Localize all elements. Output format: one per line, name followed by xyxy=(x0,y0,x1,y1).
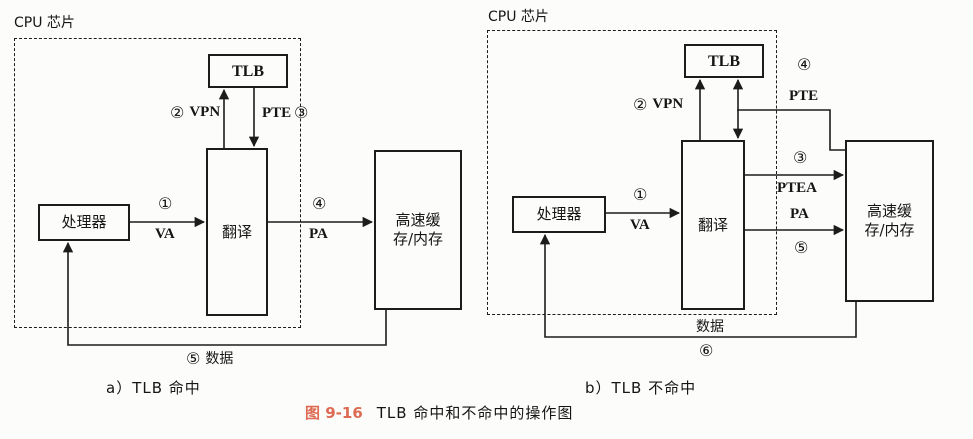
processor-box-label-a: 处理器 xyxy=(61,213,107,231)
step-5-badge-b: ⑤ xyxy=(794,238,809,257)
translate-box-label-b: 翻译 xyxy=(697,215,728,234)
processor-box-a: 处理器 xyxy=(38,204,130,241)
figure-title: TLB 命中和不命中的操作图 xyxy=(376,404,574,422)
pte-label-b: PTE xyxy=(789,88,819,104)
subcaption-b: b）TLB 不命中 xyxy=(585,379,697,397)
va-label-b: VA xyxy=(630,217,650,233)
translate-box-b: 翻译 xyxy=(681,140,745,310)
step-3-badge-a: ③ xyxy=(294,103,309,122)
cache-memory-label-line2-b: 存/内存 xyxy=(864,221,915,239)
data-label-a: 数据 xyxy=(205,351,234,367)
step-3-badge-b: ③ xyxy=(793,148,808,167)
cache-memory-box-b: 高速缓 存/内存 xyxy=(845,140,934,302)
step-4-badge-b: ④ xyxy=(797,55,812,74)
data-label-b: 数据 xyxy=(696,319,724,335)
vpn-label-b: VPN xyxy=(652,96,684,112)
cache-memory-label-line1-b: 高速缓 xyxy=(866,202,912,220)
step-4-badge-a: ④ xyxy=(312,194,327,213)
processor-box-b: 处理器 xyxy=(512,196,606,233)
figure-number: 图 9-16 xyxy=(305,404,363,422)
tlb-box-a: TLB xyxy=(208,54,288,88)
vpn-step-label-a: ② VPN xyxy=(170,103,220,122)
cpu-chip-boundary-a xyxy=(14,38,301,328)
cpu-chip-label-a: CPU 芯片 xyxy=(14,15,75,31)
ptea-label-b: PTEA xyxy=(777,180,818,196)
cpu-chip-label-b: CPU 芯片 xyxy=(488,9,549,25)
cpu-chip-boundary-b xyxy=(487,30,777,315)
step-2-badge-b: ② xyxy=(633,95,648,114)
subcaption-a: a）TLB 命中 xyxy=(106,379,201,397)
processor-box-label-b: 处理器 xyxy=(536,205,582,223)
step-6-badge-b: ⑥ xyxy=(699,341,714,360)
figure-caption: 图 9-16 TLB 命中和不命中的操作图 xyxy=(305,402,573,423)
tlb-box-b: TLB xyxy=(684,44,764,78)
cache-memory-label-line2-a: 存/内存 xyxy=(392,230,444,248)
step-2-badge-a: ② xyxy=(170,103,185,122)
translate-box-label-a: 翻译 xyxy=(221,222,252,241)
step-5-badge-a: ⑤ xyxy=(186,348,201,368)
vpn-label-a: VPN xyxy=(189,104,221,120)
pa-label-b: PA xyxy=(790,206,809,222)
va-label-a: VA xyxy=(155,226,175,242)
cache-memory-label-line1-a: 高速缓 xyxy=(395,211,441,229)
step-1-badge-a: ① xyxy=(158,194,173,213)
vpn-step-label-b: ② VPN xyxy=(633,95,683,114)
tlb-box-label-b: TLB xyxy=(707,52,740,70)
cache-memory-box-a: 高速缓 存/内存 xyxy=(374,150,462,310)
pa-label-a: PA xyxy=(309,226,328,242)
step-1-badge-b: ① xyxy=(633,185,648,204)
translate-box-a: 翻译 xyxy=(206,148,268,316)
data-step-label-a: ⑤ 数据 xyxy=(186,348,233,368)
tlb-box-label-a: TLB xyxy=(231,62,264,80)
pte-label-a: PTE xyxy=(262,105,292,121)
